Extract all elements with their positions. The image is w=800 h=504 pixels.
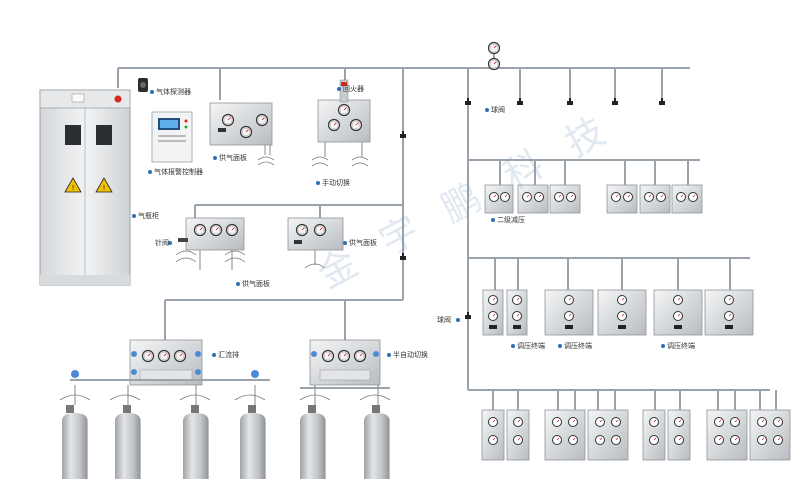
label-ball-valve-top: 球阀 [491, 106, 505, 114]
gas-cylinders [62, 405, 390, 479]
pipe-network [117, 67, 777, 410]
label-manifold: 汇流排 [218, 351, 239, 359]
manifold-left [70, 339, 270, 386]
manifold-right [300, 339, 390, 389]
svg-text:!: ! [72, 184, 75, 192]
label-secondary-regulator: 二级减压 [497, 216, 525, 224]
secondary-regulators [484, 184, 703, 214]
label-gas-detector-controller: 气体报警控制器 [154, 168, 203, 176]
supply-panel-bottom [287, 217, 344, 269]
label-needle-valve: 针阀 [155, 239, 169, 247]
terminal-boxes [481, 409, 791, 461]
supply-panel-top [209, 102, 275, 166]
label-supply-panel-mid: 供气面板 [349, 239, 377, 247]
label-supply-panel-top: 供气面板 [219, 154, 247, 162]
label-semi-auto-switch: 半自动切换 [393, 351, 428, 359]
gas-detector [138, 78, 148, 92]
header-pressure-gauges [487, 41, 501, 71]
gas-cabinet: ! ! [39, 89, 131, 286]
label-supply-panel-bottom: 供气面板 [242, 280, 270, 288]
label-flashback-arrestor: 回火器 [343, 85, 364, 93]
regulator-boxes [482, 289, 754, 336]
svg-text:!: ! [103, 184, 106, 192]
pigtails [59, 385, 391, 405]
label-manual-switch: 手动切换 [322, 179, 350, 187]
label-regulator-box-1: 调压终端 [517, 342, 545, 350]
label-gas-cabinet: 气瓶柜 [138, 212, 159, 220]
supply-panel-mid [175, 217, 246, 270]
label-regulator-box-3: 调压终端 [667, 342, 695, 350]
label-ball-valve-mid: 球阀 [437, 316, 451, 324]
gas-detector-controller [151, 111, 193, 163]
label-dots [132, 87, 665, 357]
label-gas-detector: 气体探测器 [156, 88, 191, 96]
manual-switch-panel [311, 79, 371, 167]
label-regulator-box-2: 调压终端 [564, 342, 592, 350]
